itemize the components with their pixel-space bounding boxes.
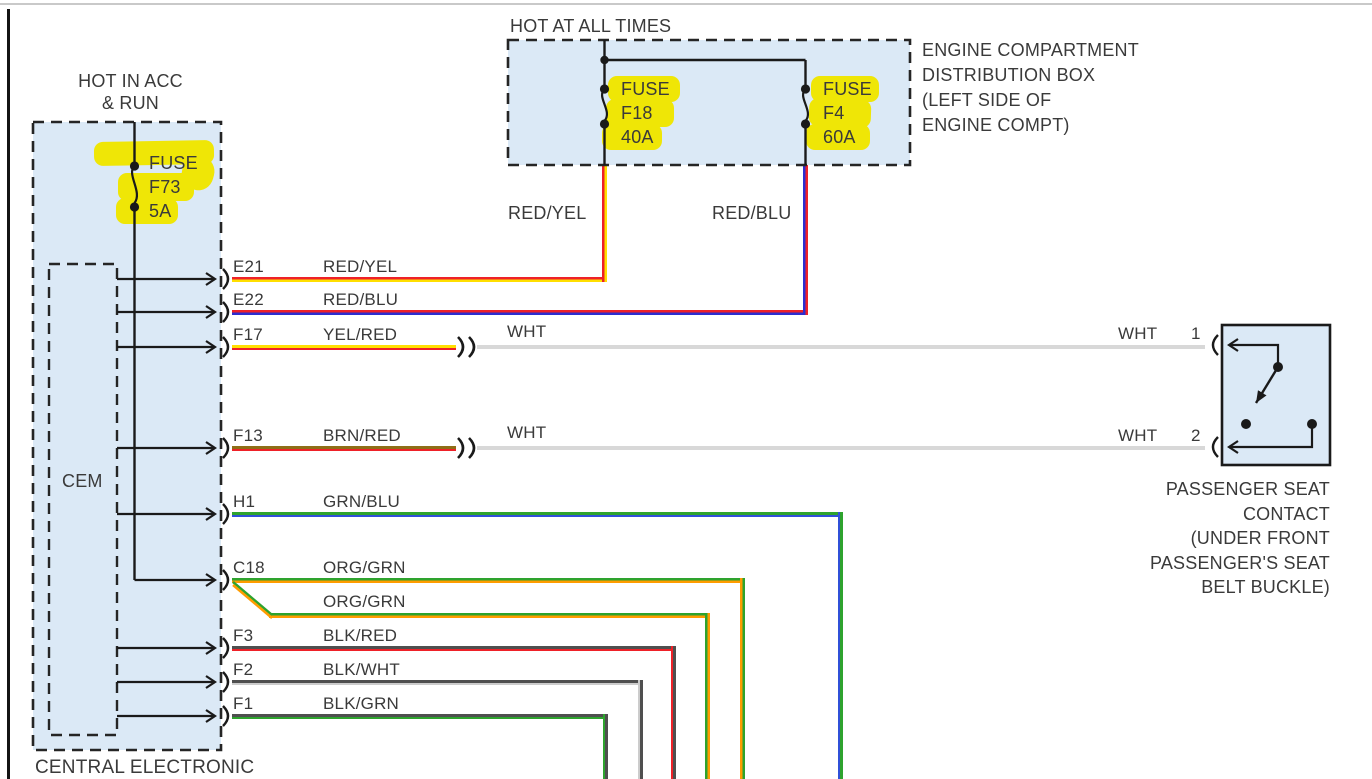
caption-line: ENGINE COMPARTMENT	[922, 40, 1139, 60]
pin-label-f17: F17	[233, 325, 263, 344]
highlight-fuse-f18	[602, 124, 662, 150]
top-power-title: HOT AT ALL TIMES	[510, 16, 672, 36]
feed-left-color-label: RED/YEL	[508, 203, 587, 223]
wire-color-label-f3: BLK/RED	[323, 626, 398, 645]
left-power-title: HOT IN ACC & RUN	[58, 70, 203, 114]
wire-yel-red-f17	[232, 345, 456, 350]
caption-line: (LEFT SIDE OF	[922, 90, 1052, 110]
wire-red-blu-vertical	[803, 165, 808, 315]
pin-label-f13: F13	[233, 426, 263, 445]
wire-color-label-f1: BLK/GRN	[323, 694, 400, 713]
wire-color-label-f17: YEL/RED	[323, 325, 398, 344]
caption-line: (UNDER FRONT	[1190, 528, 1330, 548]
fuse-f73-label: FUSE	[149, 153, 198, 173]
fuse-f4-rating: 60A	[823, 127, 856, 147]
seat-contact-caption: PASSENGER SEAT CONTACT (UNDER FRONT PASS…	[1040, 477, 1330, 600]
cem-caption: CENTRAL ELECTRONIC	[35, 757, 255, 778]
fuse-f18-rating: 40A	[621, 127, 654, 147]
wire-wht-f17	[477, 345, 1205, 349]
wire-grn-blu-vertical	[838, 512, 843, 779]
seat-pin1-number: 1	[1191, 324, 1201, 343]
pin-label-c18: C18	[233, 558, 265, 577]
wire-color-label-c18: ORG/GRN	[323, 558, 406, 577]
caption-line: PASSENGER'S SEAT	[1149, 552, 1330, 573]
feed-right-color-label: RED/BLU	[712, 203, 792, 223]
wire-red-yel-vertical	[602, 165, 607, 282]
cem-box-fill	[33, 122, 221, 750]
highlight-fuse-f18	[608, 76, 680, 102]
caption-line: DISTRIBUTION BOX	[922, 65, 1096, 85]
highlight-fuse-f4	[806, 124, 870, 150]
highlight-fuse-f4	[811, 76, 879, 102]
wire-color-label-f13: BRN/RED	[323, 426, 401, 445]
wire-org-grn-c18-branch	[269, 613, 710, 618]
wire-color-label-f2: BLK/WHT	[323, 660, 400, 679]
caption-line: BELT BUCKLE)	[1201, 577, 1330, 597]
distribution-box-caption: ENGINE COMPARTMENT DISTRIBUTION BOX (LEF…	[922, 38, 1139, 138]
wire-color-label-e22: RED/BLU	[323, 290, 399, 309]
caption-line: CONTACT	[1242, 503, 1330, 524]
highlight-fuse-f73	[116, 198, 178, 224]
fuse-f18-id: F18	[621, 103, 653, 123]
fuse-f4-label: FUSE	[823, 79, 872, 99]
seat-pin2-wire-label: WHT	[1118, 426, 1158, 445]
wire-blk-red-f3	[232, 646, 676, 651]
wire-red-blu-e22	[232, 310, 808, 315]
wire-org-grn-vertical	[740, 578, 745, 779]
page-top-border	[0, 3, 1372, 5]
wire-grn-blu-h1	[232, 512, 843, 517]
pin-label-h1: H1	[233, 492, 256, 511]
title-line: HOT IN ACC	[78, 71, 183, 91]
fuse-f73-rating: 5A	[149, 201, 172, 221]
fuse-f18-label: FUSE	[621, 79, 670, 99]
splice-color-label-f13: WHT	[507, 423, 547, 442]
wire-blk-grn-f1	[232, 714, 608, 719]
cem-label: CEM	[62, 471, 103, 491]
splice-color-label-f17: WHT	[507, 322, 547, 341]
wire-color-label-h1: GRN/BLU	[323, 492, 400, 511]
pin-label-f1: F1	[233, 694, 254, 713]
wire-color-label-c18-branch: ORG/GRN	[323, 592, 406, 611]
pin-label-e22: E22	[233, 290, 264, 309]
caption-line: ENGINE COMPT)	[922, 115, 1070, 135]
wire-wht-f13	[477, 446, 1205, 450]
wire-blk-wht-f2	[232, 680, 643, 685]
wire-blk-grn-vertical	[603, 714, 608, 779]
wire-color-label-e21: RED/YEL	[323, 257, 398, 276]
wire-org-grn-branch-vertical	[705, 613, 710, 779]
fuse-f4-id: F4	[823, 103, 845, 123]
pin-label-f2: F2	[233, 660, 254, 679]
page-left-border	[7, 9, 10, 779]
pin-label-e21: E21	[233, 257, 264, 276]
wire-org-grn-c18	[232, 578, 745, 583]
wire-blk-red-vertical	[671, 646, 676, 779]
wire-blk-wht-vertical	[638, 680, 643, 779]
wire-brn-red-f13	[232, 446, 456, 451]
seat-pin1-wire-label: WHT	[1118, 324, 1158, 343]
seat-pin2-number: 2	[1191, 426, 1201, 445]
highlight-fuse-f18	[606, 99, 674, 127]
caption-line: PASSENGER SEAT	[1165, 479, 1330, 499]
wire-red-yel-e21	[232, 277, 607, 282]
fuse-f73-id: F73	[149, 177, 181, 197]
pin-label-f3: F3	[233, 626, 254, 645]
title-line: & RUN	[101, 93, 159, 113]
